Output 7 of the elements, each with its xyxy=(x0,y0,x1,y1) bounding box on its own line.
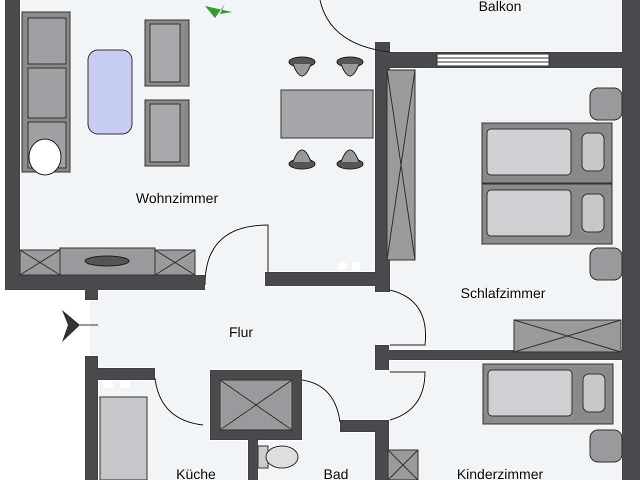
room-label: Schlafzimmer xyxy=(460,284,546,303)
room-label: Küche xyxy=(176,465,216,480)
room-label: Wohnzimmer xyxy=(136,189,218,208)
room-label: Flur xyxy=(228,323,254,342)
room-label: Bad xyxy=(324,465,348,480)
room-label: Balkon xyxy=(478,0,522,16)
room-label: Kinderzimmer xyxy=(456,465,544,480)
